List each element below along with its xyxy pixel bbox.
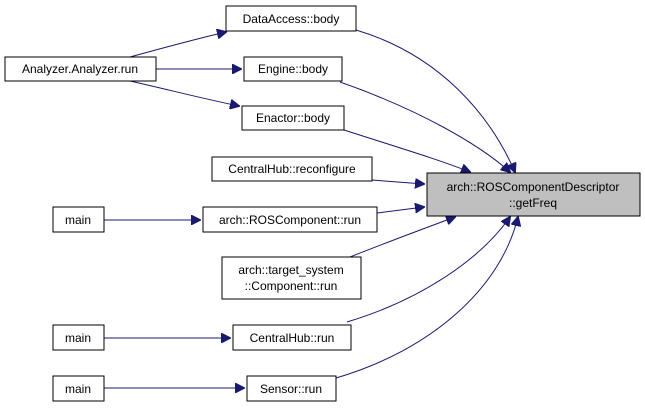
node-label-line: main [65,331,91,345]
node-label-line: arch::target_system [238,263,343,277]
node-label-line: main [65,382,91,396]
node-centralhub-reconfigure[interactable]: CentralHub::reconfigure [211,156,373,182]
node-label-line: ::getFreq [509,196,557,210]
edge-reconfigure-to-getfreq [371,180,424,184]
node-label-line: ::Component::run [245,279,338,293]
node-engine-body[interactable]: Engine::body [243,56,343,82]
node-target-system-run[interactable]: arch::target_system ::Component::run [221,256,362,300]
edge-engine-to-getfreq [339,81,510,172]
node-label-line: CentralHub::run [250,331,335,345]
node-main-ros[interactable]: main [52,206,105,233]
node-dataaccess-body[interactable]: DataAccess::body [225,5,357,32]
node-centralhub-run[interactable]: CentralHub::run [232,324,352,351]
node-label-line: CentralHub::reconfigure [228,162,356,176]
node-label-line: Sensor::run [260,382,322,396]
edge-enactor-to-getfreq [343,129,470,172]
nodes: arch::ROSComponentDescriptor ::getFreq D… [4,5,641,402]
node-label-line: arch::ROSComponentDescriptor [447,180,620,194]
node-enactor-body[interactable]: Enactor::body [241,105,345,131]
node-label-line: main [65,213,91,227]
node-main-centralhub[interactable]: main [52,324,105,351]
node-sensor-run[interactable]: Sensor::run [246,375,337,402]
node-label-line: Enactor::body [256,111,330,125]
node-getfreq[interactable]: arch::ROSComponentDescriptor ::getFreq [426,172,641,217]
edge-roscomponent-to-getfreq [376,207,424,214]
node-label-line: Analyzer.Analyzer.run [22,62,138,76]
node-main-sensor[interactable]: main [52,375,105,402]
edge-dataaccess-to-getfreq [355,29,515,172]
edge-analyzer-to-enactor [129,80,239,106]
node-label-line: Engine::body [258,62,328,76]
edges [104,30,518,388]
edge-targetsystem-to-getfreq [349,217,455,258]
edge-sensor-to-getfreq [335,217,518,379]
node-roscomponent-run[interactable]: arch::ROSComponent::run [202,206,378,233]
node-label-line: arch::ROSComponent::run [219,213,361,227]
edge-centralhub-run-to-getfreq [346,217,510,323]
edge-analyzer-to-dataaccess [129,32,226,58]
node-analyzer-run[interactable]: Analyzer.Analyzer.run [4,56,157,82]
node-label-line: DataAccess::body [243,12,340,26]
